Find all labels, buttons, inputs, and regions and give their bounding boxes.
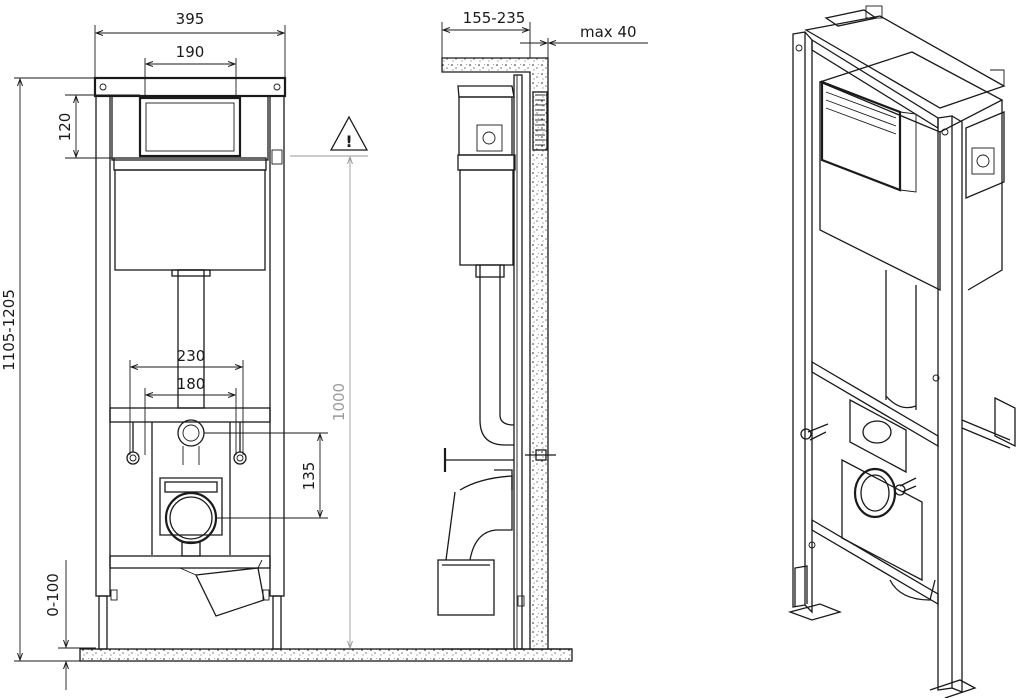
isometric-view: [787, 5, 1016, 698]
dim-frame-width: 395: [176, 10, 205, 28]
dim-pipe-spacing-outer: 230: [177, 347, 206, 365]
dim-overall-height: 1105-1205: [0, 289, 18, 371]
cistern-body: [114, 169, 266, 271]
frame-top-bar: [93, 76, 287, 98]
front-dimensions: 395 190 120 1105-1205 0-100 230 180: [0, 10, 369, 690]
side-cistern-body: [459, 169, 514, 266]
frame-left-upright: [95, 95, 111, 597]
dim-pipe-spacing-inner: 180: [177, 375, 206, 393]
side-frame-upright: [513, 74, 523, 650]
supply-connection: [177, 419, 205, 447]
front-view: [79, 76, 573, 662]
side-waste-bend: [437, 559, 495, 616]
dim-flush-plate-width: 190: [176, 43, 205, 61]
iso-cistern: [819, 81, 941, 292]
dim-wall-depth: 155-235: [463, 9, 526, 27]
dim-reference-height: 1000: [330, 383, 348, 421]
side-view: [437, 57, 572, 650]
dim-wall-max: max 40: [580, 23, 637, 41]
dim-outlet-height: 135: [300, 462, 318, 491]
left-foot: [98, 595, 108, 650]
iso-flush-opening: [820, 80, 902, 192]
floor-slab: [79, 648, 573, 662]
svg-text:!: !: [345, 132, 352, 151]
frame-right-upright: [269, 95, 285, 597]
side-cistern-top: [458, 96, 513, 156]
dim-flush-plate-height: 120: [56, 113, 74, 142]
side-dimensions: 155-235 max 40: [441, 9, 648, 58]
warning-icon: [329, 115, 369, 151]
flush-plate-opening: [138, 96, 242, 158]
right-foot: [272, 595, 282, 650]
dim-foot-adjust: 0-100: [44, 573, 62, 617]
iso-waste-outlet: [853, 467, 897, 519]
